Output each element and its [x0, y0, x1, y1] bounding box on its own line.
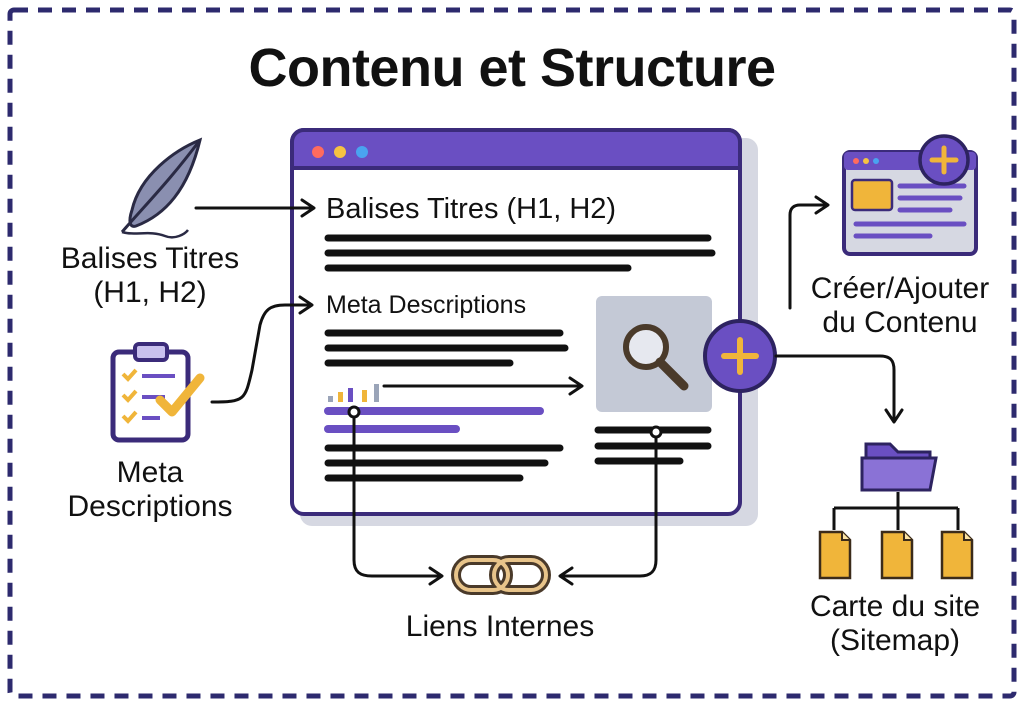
window-dot-red	[312, 146, 324, 158]
window-dot-yellow	[334, 146, 346, 158]
link-node-left	[347, 405, 361, 419]
window-meta-heading-text: Meta Descriptions	[326, 291, 527, 319]
label-carte-du-site: Carte du site (Sitemap)	[809, 590, 981, 657]
label-liens-internes: Liens Internes	[405, 610, 595, 643]
magnifier-icon	[623, 324, 689, 391]
file-icon-2	[880, 530, 914, 580]
clipboard-icon	[110, 342, 205, 443]
window-heading-text: Balises Titres (H1, H2)	[326, 193, 617, 225]
label-creer-ajouter-contenu: Créer/Ajouter du Contenu	[810, 272, 990, 339]
chain-link-icon	[451, 555, 551, 595]
file-icon-3	[940, 530, 974, 580]
feather-icon	[120, 137, 203, 239]
label-balises-titres: Balises Titres (H1, H2)	[60, 242, 240, 309]
sitemap-tree-lines	[832, 492, 960, 530]
file-icon-1	[818, 530, 852, 580]
diagram-title: Contenu et Structure	[248, 38, 776, 98]
window-dot-blue	[356, 146, 368, 158]
add-plus-icon	[703, 319, 777, 393]
new-content-window-icon	[842, 134, 978, 256]
dashed-border	[7, 7, 1017, 699]
mini-bar-icon	[328, 384, 379, 402]
connector-arrows	[194, 195, 904, 586]
label-meta-descriptions: Meta Descriptions	[67, 456, 233, 523]
browser-window	[290, 128, 758, 526]
folder-icon	[860, 442, 938, 492]
link-node-right	[649, 425, 663, 439]
